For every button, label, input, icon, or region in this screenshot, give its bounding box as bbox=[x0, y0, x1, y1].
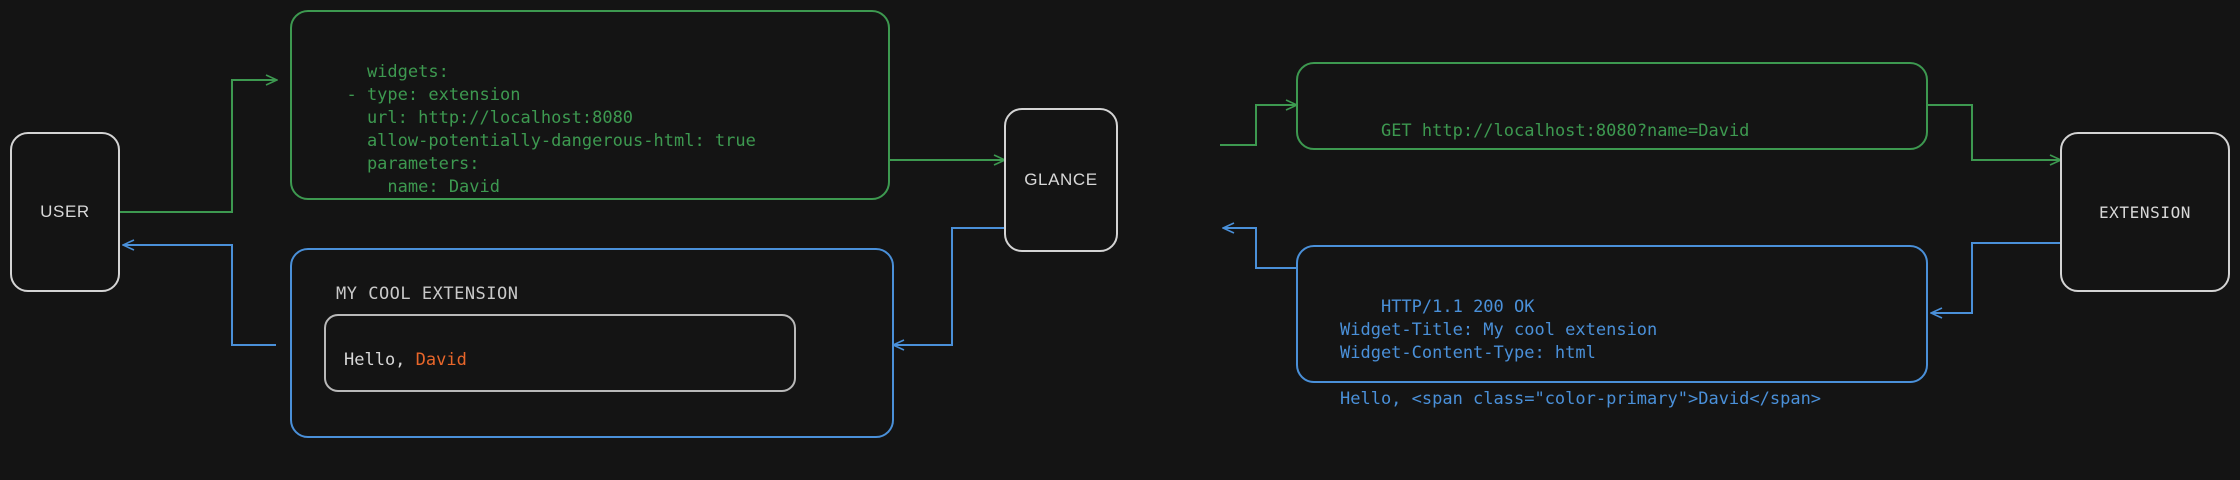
widget-content-card: Hello, David bbox=[324, 314, 796, 392]
node-extension[interactable]: EXTENSION bbox=[2060, 132, 2230, 292]
widget-title: MY COOL EXTENSION bbox=[336, 284, 519, 304]
widget-preview-box: MY COOL EXTENSION Hello, David bbox=[290, 248, 894, 438]
node-user[interactable]: USER bbox=[10, 132, 120, 292]
arrow-user-to-config bbox=[120, 80, 276, 213]
http-response-block: HTTP/1.1 200 OK Widget-Title: My cool ex… bbox=[1296, 245, 1928, 409]
http-request-text: GET http://localhost:8080?name=David bbox=[1380, 121, 1750, 141]
arrow-glance-to-request bbox=[1220, 105, 1296, 146]
arrow-extension-to-response bbox=[1932, 242, 2060, 313]
arrow-response-to-glance bbox=[1224, 228, 1296, 269]
arrow-widget-to-user bbox=[124, 245, 276, 346]
widget-greeting: Hello, David bbox=[344, 350, 467, 370]
widget-greeting-name: David bbox=[415, 350, 467, 370]
widget-greeting-prefix: Hello, bbox=[344, 350, 416, 370]
arrow-request-to-extension bbox=[1928, 104, 2060, 160]
http-request-block: GET http://localhost:8080?name=David bbox=[1296, 62, 1928, 150]
node-extension-label: EXTENSION bbox=[2098, 202, 2192, 222]
node-glance[interactable]: GLANCE bbox=[1004, 108, 1118, 252]
http-response-text: HTTP/1.1 200 OK Widget-Title: My cool ex… bbox=[1340, 297, 1822, 409]
arrow-glance-to-widget bbox=[894, 227, 1004, 345]
node-user-label: USER bbox=[40, 202, 90, 221]
config-yaml-block: widgets: - type: extension url: http://l… bbox=[290, 10, 890, 200]
node-glance-label: GLANCE bbox=[1024, 170, 1098, 189]
config-yaml-text: widgets: - type: extension url: http://l… bbox=[346, 62, 756, 197]
